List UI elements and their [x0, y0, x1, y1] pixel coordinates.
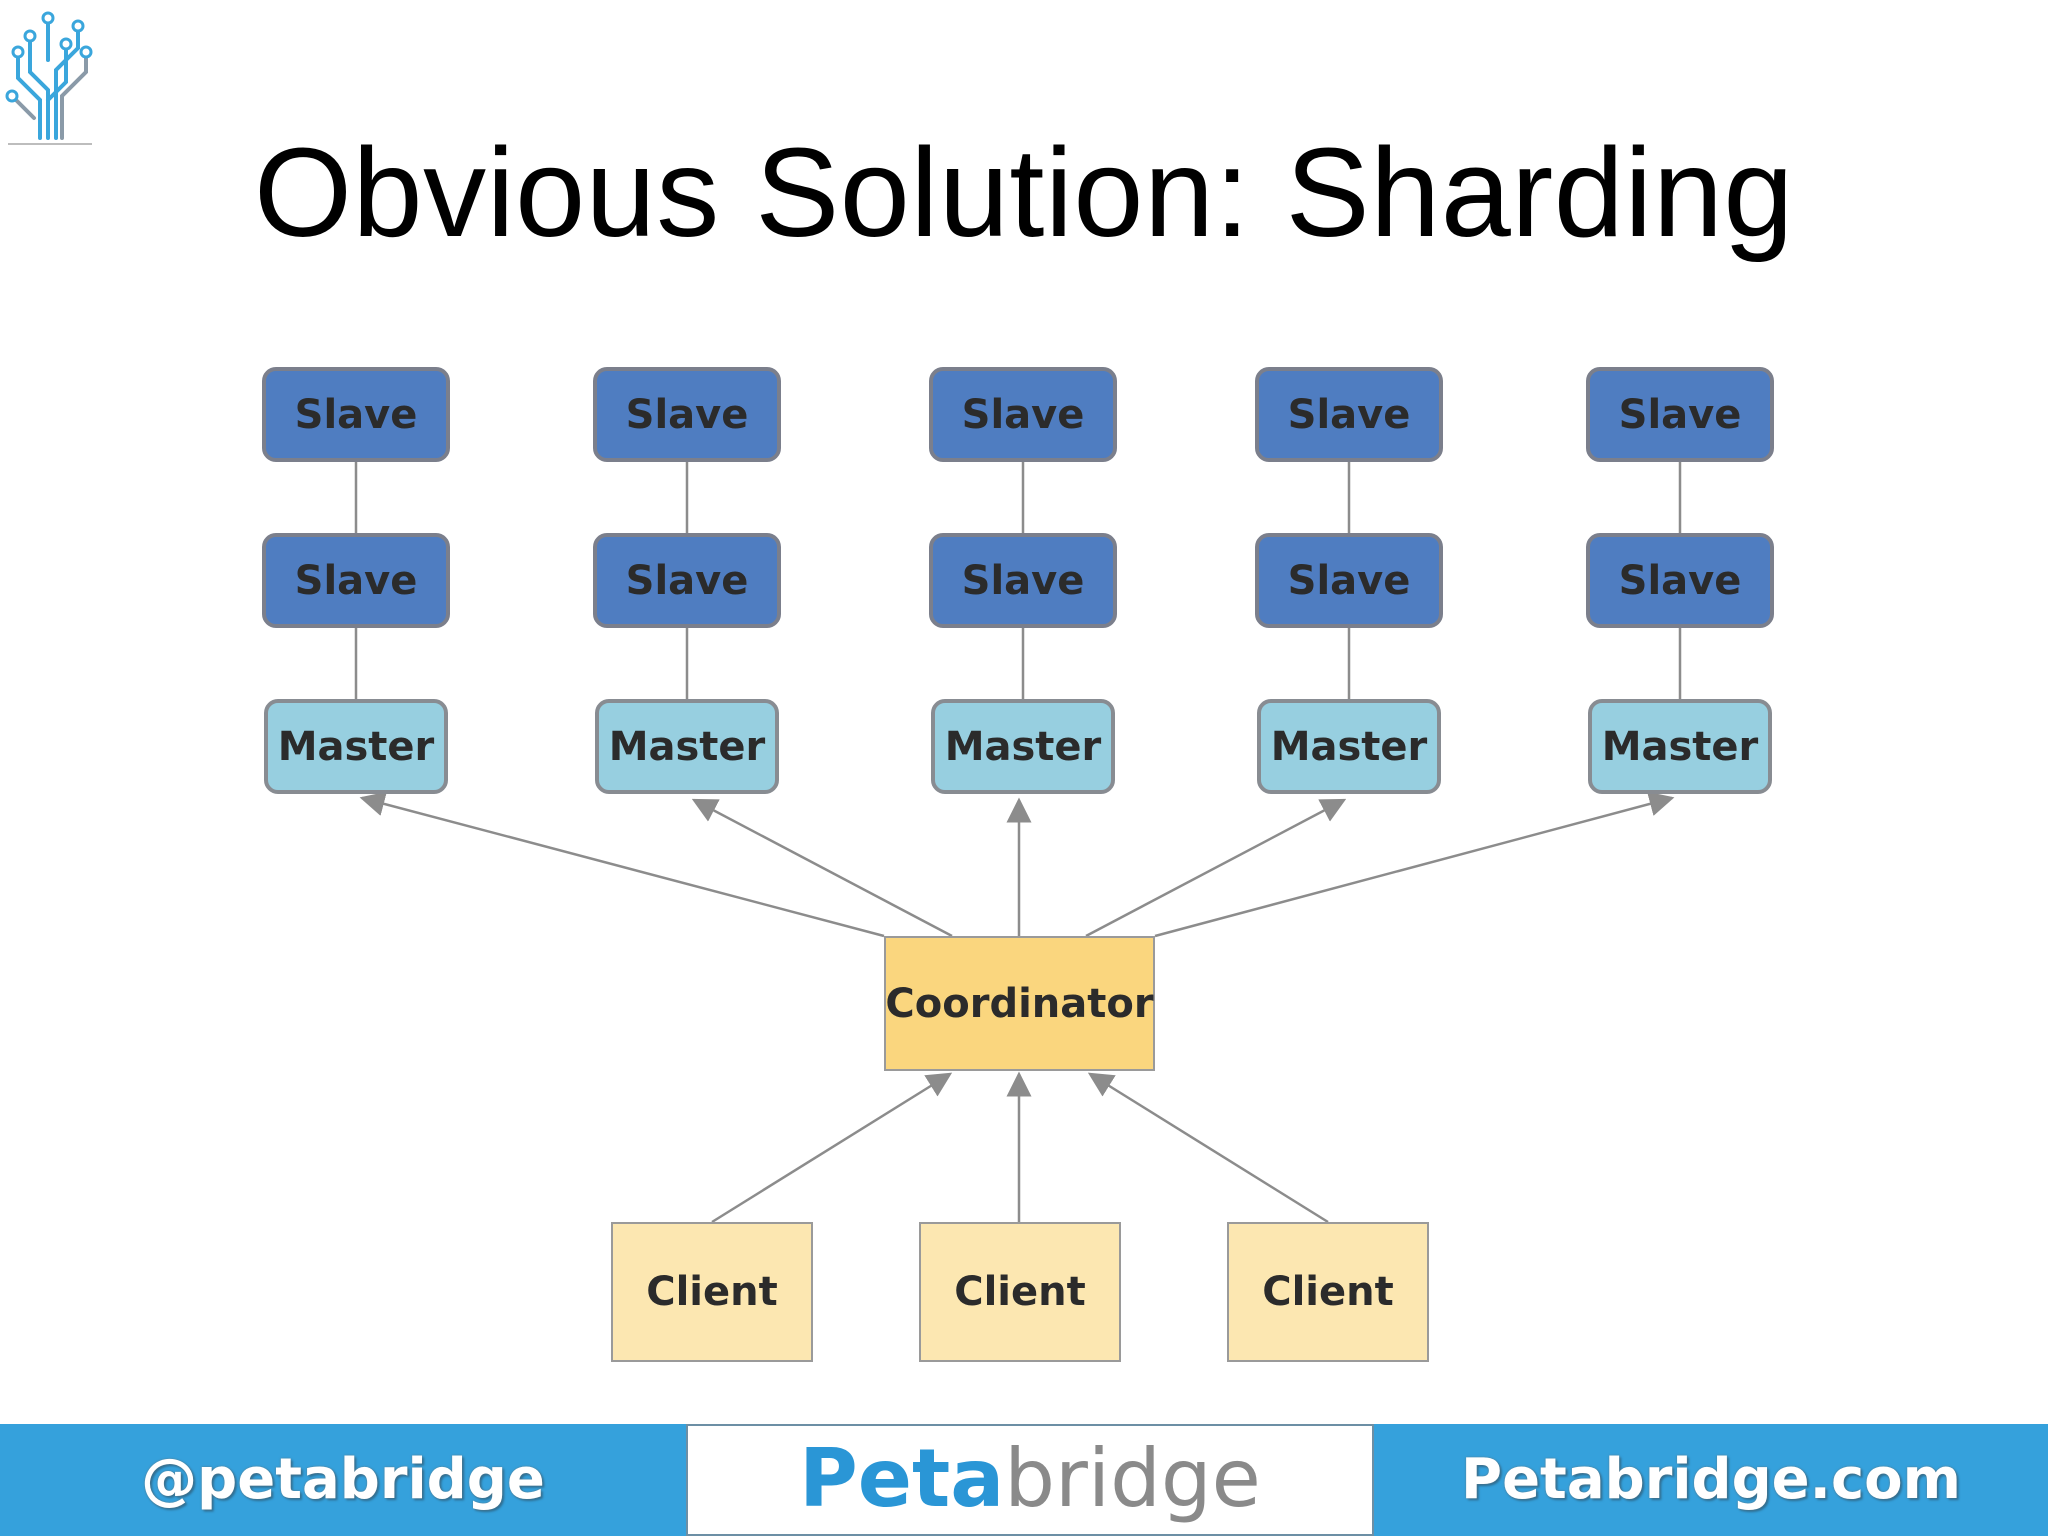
slave-node: Slave	[262, 367, 450, 462]
slave-node: Slave	[1586, 367, 1774, 462]
coordinator-node: Coordinator	[884, 936, 1155, 1071]
master-node: Master	[264, 699, 448, 794]
master-node: Master	[931, 699, 1115, 794]
client-node: Client	[919, 1222, 1121, 1362]
brand-bridge: bridge	[1004, 1432, 1261, 1525]
coordinator-to-master-arrow	[1085, 798, 1347, 938]
client-to-coordinator-arrow	[1087, 1072, 1329, 1224]
slave-node: Slave	[1255, 533, 1443, 628]
coordinator-to-master-arrow	[359, 791, 885, 938]
footer-website[interactable]: Petabridge.com	[1461, 1447, 1961, 1512]
slave-node: Slave	[262, 533, 450, 628]
footer-brand-logo: Petabridge	[686, 1424, 1374, 1536]
client-to-coordinator-arrow	[711, 1072, 953, 1224]
master-node: Master	[1257, 699, 1441, 794]
slave-node: Slave	[929, 367, 1117, 462]
footer-twitter-handle[interactable]: @petabridge	[141, 1447, 545, 1512]
slave-node: Slave	[593, 367, 781, 462]
slave-node: Slave	[1255, 367, 1443, 462]
client-node: Client	[1227, 1222, 1429, 1362]
master-node: Master	[595, 699, 779, 794]
client-node: Client	[611, 1222, 813, 1362]
slave-node: Slave	[929, 533, 1117, 628]
slide-title: Obvious Solution: Sharding	[254, 122, 1794, 263]
coordinator-to-master-arrow	[691, 798, 953, 938]
slave-node: Slave	[593, 533, 781, 628]
footer-bar: @petabridge Petabridge Petabridge.com	[0, 1424, 2048, 1536]
coordinator-to-master-arrow	[1154, 791, 1675, 938]
master-node: Master	[1588, 699, 1772, 794]
circuit-tree-logo	[5, 11, 93, 145]
brand-peta: Peta	[799, 1432, 1005, 1525]
slave-node: Slave	[1586, 533, 1774, 628]
